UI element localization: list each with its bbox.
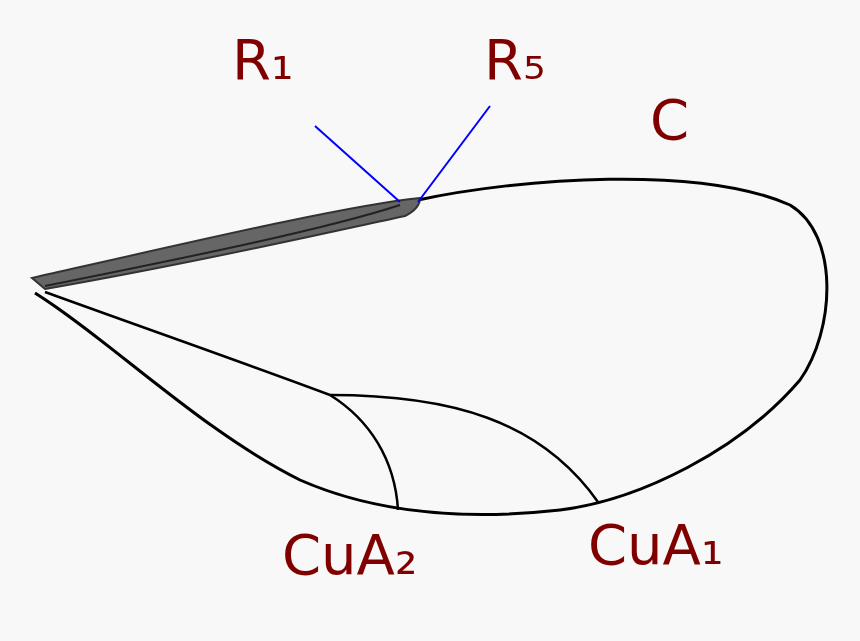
cua2-vein (330, 395, 398, 510)
leader-line (315, 126, 400, 202)
leader-line (418, 106, 490, 202)
vein-label: C (650, 92, 689, 148)
vein-label: R₅ (484, 32, 545, 88)
wing-margin (35, 179, 827, 514)
vein-label: CuA₂ (282, 527, 417, 583)
cua1-vein (330, 395, 598, 502)
stigma (32, 198, 420, 289)
vein-label: R₁ (232, 32, 293, 88)
r1-vein (45, 205, 400, 286)
cu-vein (45, 292, 330, 395)
vein-label: CuA₁ (588, 517, 723, 573)
